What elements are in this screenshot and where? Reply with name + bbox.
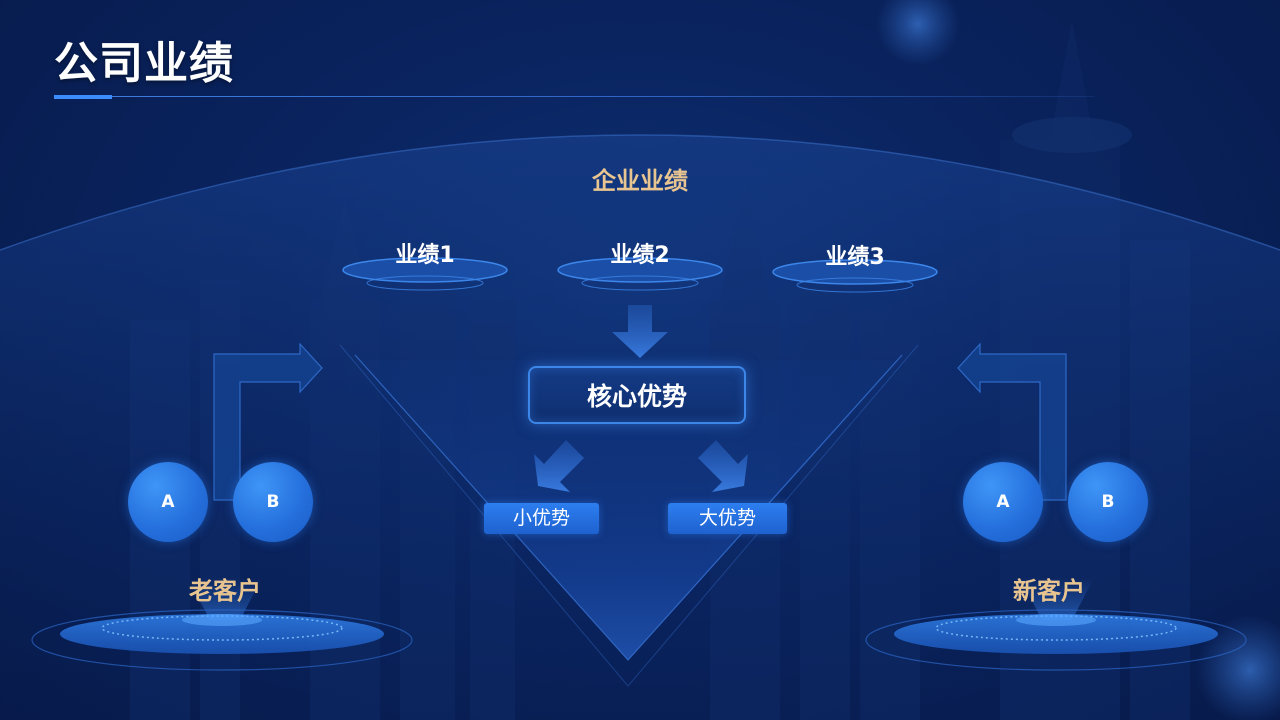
performance-1-label: 业绩1 [395,243,455,268]
small-advantage-box: 小优势 [484,503,599,534]
performance-pad-2 [557,257,723,291]
new-customers-label: 新客户 [1013,577,1085,605]
left-return-arrow-icon [213,342,323,501]
right-return-arrow-icon [957,342,1067,501]
old-customers-platform [31,578,413,671]
old-customers-label: 老客户 [189,577,261,605]
performance-3-label: 业绩3 [825,245,885,270]
page-title: 公司业绩 [54,38,234,89]
performance-2-label: 业绩2 [610,243,670,268]
new-customers-platform [865,578,1247,671]
down-left-arrow-icon [534,440,584,492]
new-customer-a-circle: A [963,462,1043,542]
old-customer-b-circle: B [233,462,313,542]
down-right-arrow-icon [698,440,748,492]
performance-pad-3 [772,259,938,293]
performance-pad-1 [342,257,508,291]
enterprise-performance-label: 企业业绩 [592,167,688,195]
title-accent-bar [54,95,112,99]
new-customer-b-circle: B [1068,462,1148,542]
core-advantage-box: 核心优势 [528,366,746,424]
old-customer-a-circle: A [128,462,208,542]
down-arrow-icon [612,305,668,358]
big-advantage-box: 大优势 [668,503,787,534]
title-divider [54,96,1094,97]
